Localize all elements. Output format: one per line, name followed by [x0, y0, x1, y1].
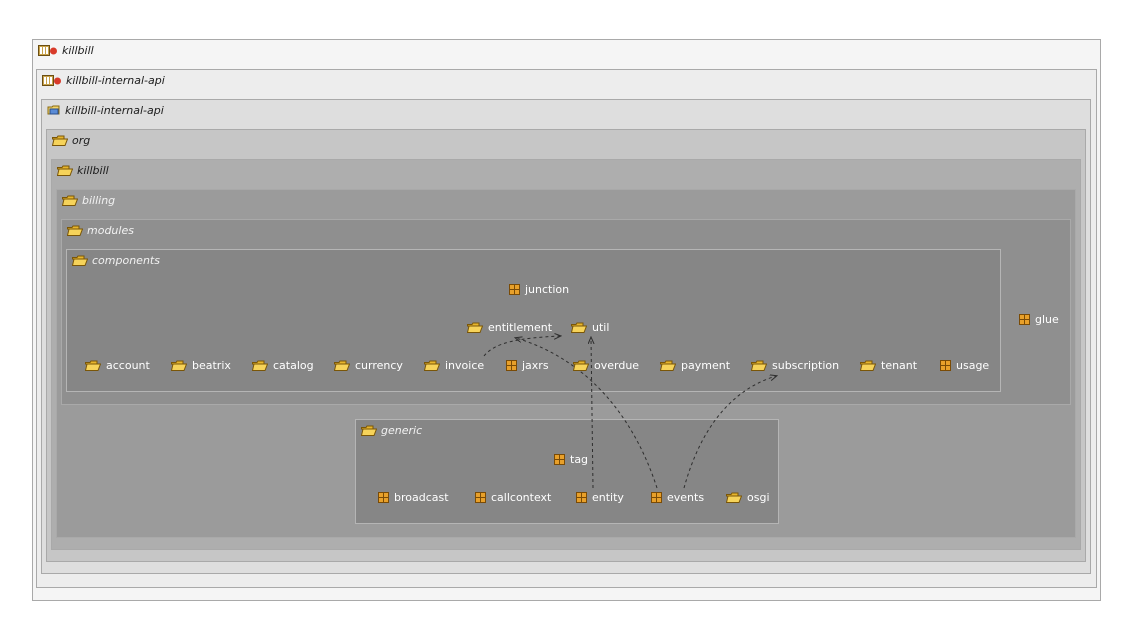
- open-folder-icon: [751, 360, 767, 371]
- node-invoice[interactable]: invoice: [424, 359, 484, 373]
- node-currency[interactable]: currency: [334, 359, 403, 373]
- node-junction[interactable]: junction: [509, 283, 569, 297]
- node-currency-label: currency: [355, 359, 403, 372]
- source-folder-label: killbill-internal-api: [65, 104, 164, 117]
- node-osgi[interactable]: osgi: [726, 491, 770, 505]
- open-folder-icon: [67, 225, 83, 236]
- billing-label: billing: [82, 194, 116, 207]
- node-entitlement[interactable]: entitlement: [467, 321, 552, 335]
- killbill-title[interactable]: killbill: [57, 164, 109, 177]
- components-title[interactable]: components: [72, 254, 160, 267]
- node-beatrix-label: beatrix: [192, 359, 231, 372]
- package-icon: [576, 492, 587, 503]
- module-icon: [38, 45, 57, 56]
- node-broadcast[interactable]: broadcast: [378, 491, 449, 505]
- package-icon: [940, 360, 951, 371]
- node-payment-label: payment: [681, 359, 731, 372]
- open-folder-icon: [52, 135, 68, 146]
- generic-label: generic: [381, 424, 423, 437]
- node-util[interactable]: util: [571, 321, 609, 335]
- org-label: org: [72, 134, 91, 147]
- node-callcontext[interactable]: callcontext: [475, 491, 551, 505]
- open-folder-icon: [334, 360, 350, 371]
- open-folder-icon: [85, 360, 101, 371]
- open-folder-icon: [571, 322, 587, 333]
- billing-title[interactable]: billing: [62, 194, 115, 207]
- node-catalog-label: catalog: [273, 359, 314, 372]
- node-tenant-label: tenant: [881, 359, 918, 372]
- node-beatrix[interactable]: beatrix: [171, 359, 231, 373]
- node-jaxrs[interactable]: jaxrs: [506, 359, 549, 373]
- open-folder-icon: [62, 195, 78, 206]
- open-folder-icon: [252, 360, 268, 371]
- open-folder-icon: [860, 360, 876, 371]
- node-overdue[interactable]: overdue: [573, 359, 639, 373]
- modules-title[interactable]: modules: [67, 224, 134, 237]
- node-catalog[interactable]: catalog: [252, 359, 314, 373]
- node-entity-label: entity: [592, 491, 624, 504]
- node-events[interactable]: events: [651, 491, 704, 505]
- project-module-label: killbill-internal-api: [66, 74, 165, 87]
- org-title[interactable]: org: [52, 134, 90, 147]
- node-tag[interactable]: tag: [554, 453, 588, 467]
- generic-box: generic: [355, 419, 779, 524]
- generic-title[interactable]: generic: [361, 424, 422, 437]
- package-icon: [554, 454, 565, 465]
- node-jaxrs-label: jaxrs: [522, 359, 549, 372]
- node-account[interactable]: account: [85, 359, 150, 373]
- node-osgi-label: osgi: [747, 491, 770, 504]
- package-icon: [1019, 314, 1030, 325]
- node-util-label: util: [592, 321, 610, 334]
- module-icon: [42, 75, 61, 86]
- open-folder-icon: [171, 360, 187, 371]
- node-usage[interactable]: usage: [940, 359, 989, 373]
- node-entitlement-label: entitlement: [488, 321, 553, 334]
- package-icon: [651, 492, 662, 503]
- node-junction-label: junction: [525, 283, 570, 296]
- source-folder-icon: [47, 105, 60, 115]
- node-subscription[interactable]: subscription: [751, 359, 839, 373]
- components-label: components: [92, 254, 160, 267]
- node-tag-label: tag: [570, 453, 589, 466]
- node-invoice-label: invoice: [445, 359, 485, 372]
- source-folder-title[interactable]: killbill-internal-api: [47, 104, 164, 117]
- open-folder-icon: [726, 492, 742, 503]
- node-subscription-label: subscription: [772, 359, 840, 372]
- node-usage-label: usage: [956, 359, 990, 372]
- node-events-label: events: [667, 491, 705, 504]
- package-icon: [506, 360, 517, 371]
- open-folder-icon: [467, 322, 483, 333]
- node-payment[interactable]: payment: [660, 359, 730, 373]
- node-broadcast-label: broadcast: [394, 491, 449, 504]
- node-glue[interactable]: glue: [1019, 313, 1059, 327]
- package-icon: [475, 492, 486, 503]
- node-tenant[interactable]: tenant: [860, 359, 917, 373]
- node-glue-label: glue: [1035, 313, 1059, 326]
- open-folder-icon: [361, 425, 377, 436]
- node-callcontext-label: callcontext: [491, 491, 552, 504]
- open-folder-icon: [660, 360, 676, 371]
- node-account-label: account: [106, 359, 150, 372]
- project-root-label: killbill: [62, 44, 94, 57]
- open-folder-icon: [57, 165, 73, 176]
- node-entity[interactable]: entity: [576, 491, 624, 505]
- node-overdue-label: overdue: [594, 359, 640, 372]
- project-root-title[interactable]: killbill: [38, 44, 94, 57]
- package-icon: [378, 492, 389, 503]
- open-folder-icon: [72, 255, 88, 266]
- open-folder-icon: [424, 360, 440, 371]
- package-icon: [509, 284, 520, 295]
- open-folder-icon: [573, 360, 589, 371]
- modules-label: modules: [87, 224, 134, 237]
- project-module-title[interactable]: killbill-internal-api: [42, 74, 165, 87]
- killbill-label: killbill: [77, 164, 109, 177]
